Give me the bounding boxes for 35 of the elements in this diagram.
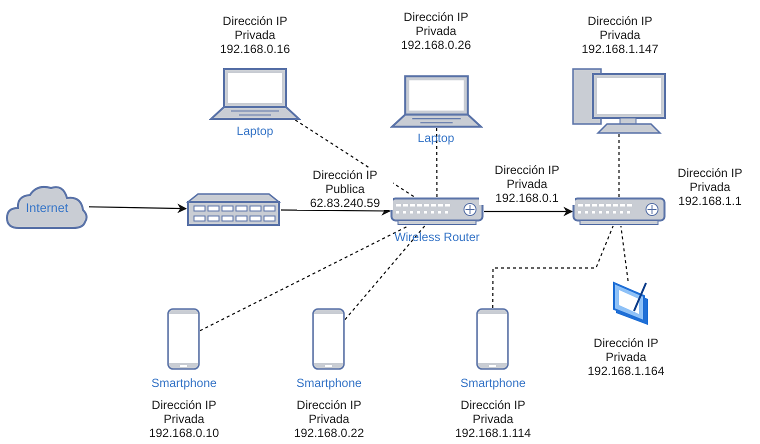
router-icon <box>572 197 666 226</box>
router-icon <box>390 197 484 226</box>
connector-line <box>200 225 408 332</box>
smartphone-icon <box>167 308 200 370</box>
ip-address-label: Dirección IP Privada 192.168.1.114 <box>454 398 532 440</box>
laptop-icon <box>390 75 483 128</box>
arrow <box>484 206 573 216</box>
ip-address-label: Dirección IP Privada 192.168.0.22 <box>292 398 366 440</box>
ip-address-label: Dirección IP Privada 192.168.0.16 <box>218 14 292 56</box>
firewall-icon <box>186 192 281 227</box>
ip-address-label: Dirección IP Privada 192.168.1.147 <box>580 14 660 56</box>
device-label: Laptop <box>236 124 274 138</box>
smartphone-icon <box>312 308 345 370</box>
desktop-computer-icon <box>572 68 666 134</box>
connector-line <box>618 134 620 197</box>
device-label: Smartphone <box>295 376 363 390</box>
ip-address-label: Dirección IP Privada 192.168.1.1 <box>676 166 744 208</box>
ip-address-label: Dirección IP Privada 192.168.0.26 <box>400 10 472 52</box>
tablet-icon <box>612 281 650 326</box>
ip-address-label: Dirección IP Privada 192.168.0.10 <box>148 398 220 440</box>
ip-address-label: Dirección IP Privada 192.168.1.164 <box>586 336 666 378</box>
connector-line <box>492 226 614 308</box>
device-label: Laptop <box>416 131 456 145</box>
connector-line <box>436 128 438 197</box>
arrow <box>88 204 187 214</box>
device-label: Wireless Router <box>393 230 481 244</box>
device-label: Smartphone <box>459 376 527 390</box>
laptop-icon <box>209 68 301 120</box>
edge-label: Dirección IP Privada 192.168.0.1 <box>479 163 575 205</box>
node-label: Internet <box>24 200 70 217</box>
edge-label: Dirección IP Publica 62.83.240.59 <box>297 168 393 210</box>
device-label: Smartphone <box>150 376 218 390</box>
connector-line <box>344 226 426 320</box>
smartphone-icon <box>476 308 509 370</box>
connector-line <box>620 226 629 282</box>
